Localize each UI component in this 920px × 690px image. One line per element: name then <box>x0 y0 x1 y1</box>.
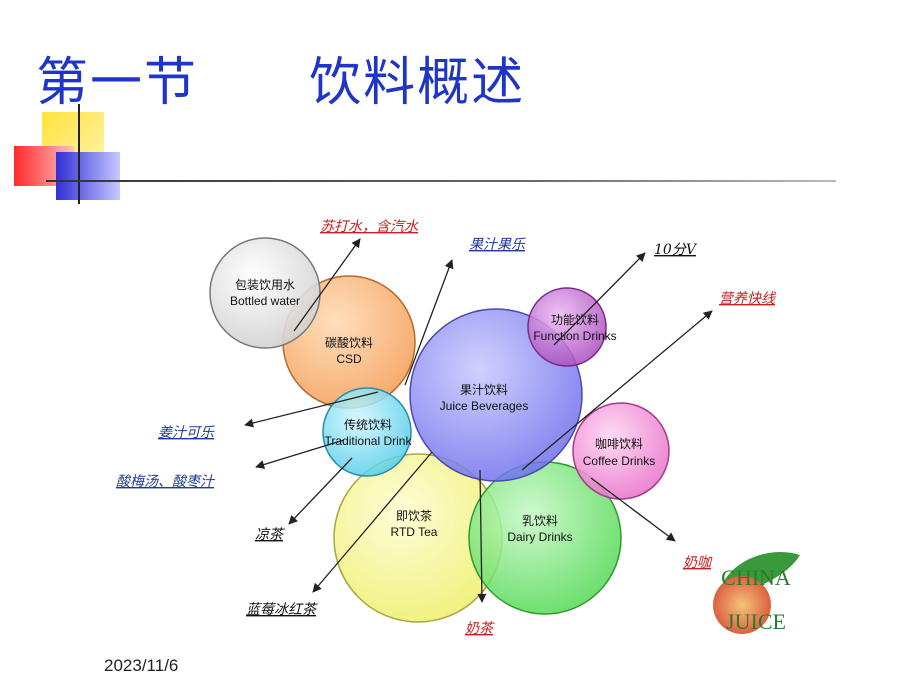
arrow-ten-v <box>553 252 646 346</box>
logo-text-juice: JUICE <box>726 609 786 634</box>
bubble-label-cn: 咖啡饮料 <box>595 436 643 451</box>
bubble-label-cn: 即饮茶 <box>396 508 432 523</box>
bubble-label-en: Bottled water <box>230 294 300 308</box>
bubble-label-cn: 碳酸饮料 <box>325 335 373 350</box>
logo-fruit-icon <box>713 576 771 634</box>
arrow-milk-coffee <box>590 477 676 542</box>
label-milk-tea: 奶茶 <box>465 621 495 637</box>
bubble-traditional <box>322 387 412 477</box>
arrow-blueberry-tea <box>312 451 433 593</box>
label-milk-coffee: 奶咖 <box>683 555 713 571</box>
label-ten-v: 10分V <box>654 242 698 258</box>
label-sour-plum: 酸梅汤、酸枣汁 <box>116 474 216 490</box>
label-ginger-cola: 姜汁可乐 <box>158 425 215 441</box>
arrow-herbal-tea <box>288 457 353 525</box>
logo-text-china: CHINA <box>721 565 791 590</box>
bubble-label-cn: 功能饮料 <box>551 313 599 327</box>
bubble-function <box>527 287 607 367</box>
bubble-bottled-water <box>209 237 321 349</box>
label-nutrition: 营养快线 <box>719 291 777 307</box>
bubble-label-en: Dairy Drinks <box>507 530 572 544</box>
bubble-label-en: RTD Tea <box>391 525 438 539</box>
bubble-label-en: Traditional Drink <box>325 434 413 448</box>
arrow-nutrition <box>521 310 713 471</box>
bubble-label-en: Function Drinks <box>533 329 616 343</box>
bubble-coffee <box>572 402 670 500</box>
decorative-vertical-line <box>78 104 80 204</box>
bubble-label-cn: 乳饮料 <box>522 514 558 528</box>
arrow-sour-plum <box>255 439 345 469</box>
arrow-juice-cola <box>404 259 454 386</box>
label-juice-cola: 果汁果乐 <box>469 237 526 253</box>
bubble-label-en: CSD <box>336 352 362 366</box>
decorative-blue-square <box>56 152 120 200</box>
bubble-label-cn: 包装饮用水 <box>235 278 295 292</box>
arrow-milk-tea <box>477 469 487 603</box>
bubble-label-en: Juice Beverages <box>440 399 529 413</box>
label-blueberry-tea: 蓝莓冰红茶 <box>246 602 318 618</box>
slide-title: 第一节 饮料概述 <box>36 53 526 113</box>
bubble-label-cn: 果汁饮料 <box>460 383 508 397</box>
arrow-ginger-cola <box>244 391 379 428</box>
bubble-label-en: Coffee Drinks <box>583 454 655 468</box>
bubble-label-cn: 传统饮料 <box>344 417 392 432</box>
arrow-soda <box>293 238 361 332</box>
slide-date: 2023/11/6 <box>104 656 179 675</box>
label-soda: 苏打水，含汽水 <box>320 219 419 235</box>
label-herbal-tea: 凉茶 <box>255 527 285 543</box>
title-underline <box>46 180 836 182</box>
china-juice-logo: CHINA JUICE <box>713 551 800 634</box>
